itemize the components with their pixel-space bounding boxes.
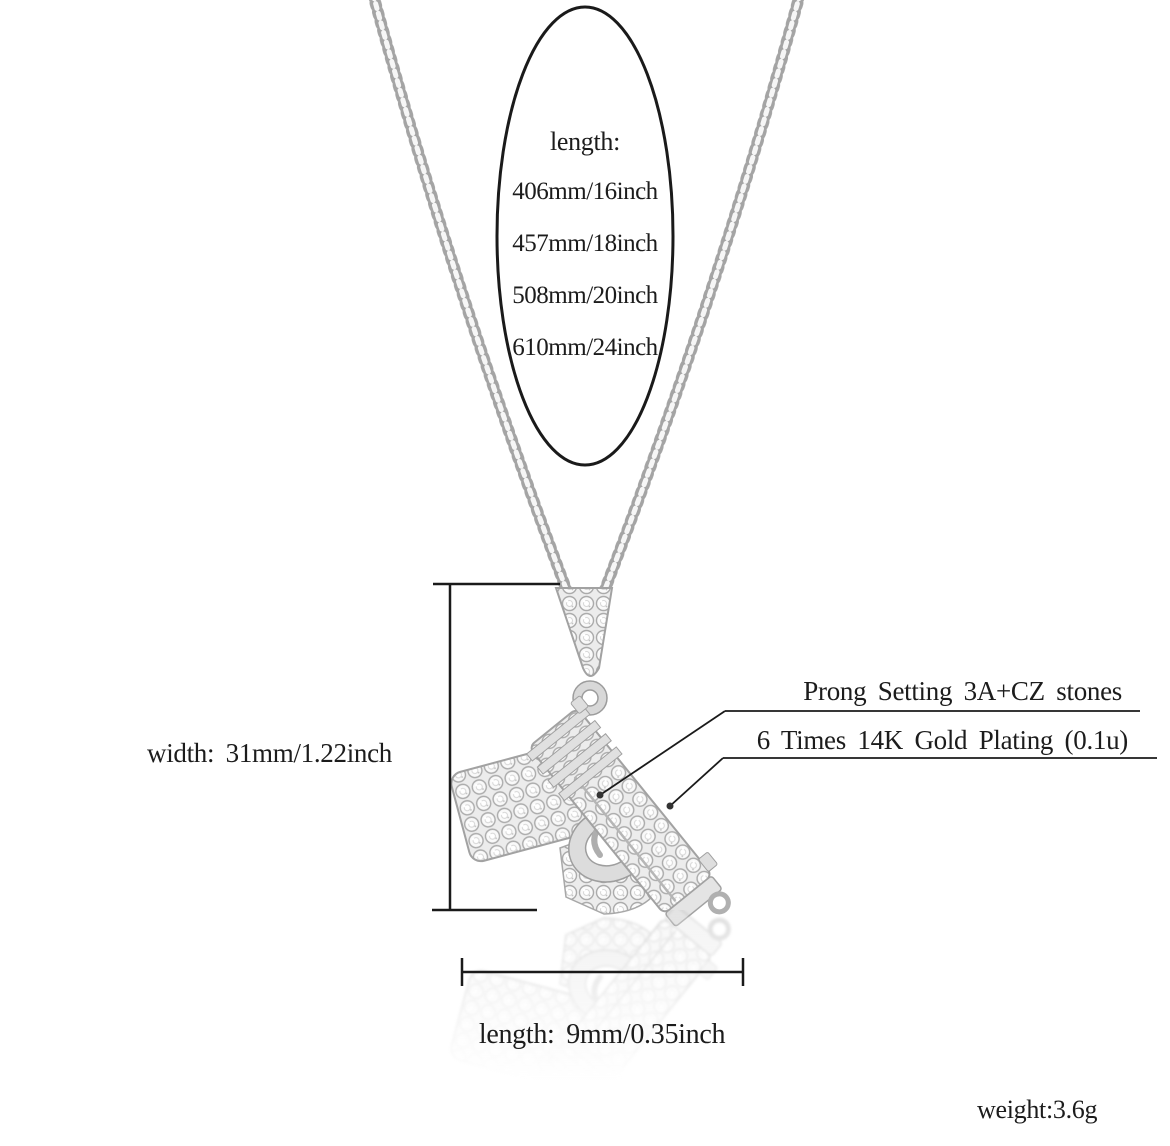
gun-pendant bbox=[449, 695, 743, 945]
leader-line-plating bbox=[669, 757, 724, 807]
pendant-bail bbox=[554, 587, 614, 716]
weight-label: weight:3.6g bbox=[977, 1095, 1098, 1124]
size-oval bbox=[495, 5, 675, 467]
necklace-chain-right bbox=[598, 0, 805, 598]
size-option: 508mm/20inch bbox=[512, 282, 658, 309]
size-chart-title: length: bbox=[549, 127, 621, 156]
leader-dot-prong bbox=[596, 791, 604, 799]
necklace-chain-left bbox=[368, 0, 574, 600]
pendant-width-label: width: 31mm/1.22inch bbox=[147, 738, 392, 768]
pendant-reflection bbox=[449, 887, 743, 1137]
size-option: 610mm/24inch bbox=[512, 334, 658, 361]
width-measure-line bbox=[432, 582, 560, 912]
size-option: 457mm/18inch bbox=[512, 230, 658, 257]
gold-plating-annotation: 6 Times 14K Gold Plating (0.1u) bbox=[756, 725, 1129, 755]
pendant-length-label: length: 9mm/0.35inch bbox=[478, 1019, 726, 1050]
prong-setting-annotation: Prong Setting 3A+CZ stones bbox=[803, 676, 1122, 706]
size-option: 406mm/16inch bbox=[512, 178, 658, 205]
length-measure-line bbox=[460, 958, 745, 986]
leader-line-prong bbox=[599, 710, 726, 796]
leader-dot-plating bbox=[666, 802, 674, 810]
